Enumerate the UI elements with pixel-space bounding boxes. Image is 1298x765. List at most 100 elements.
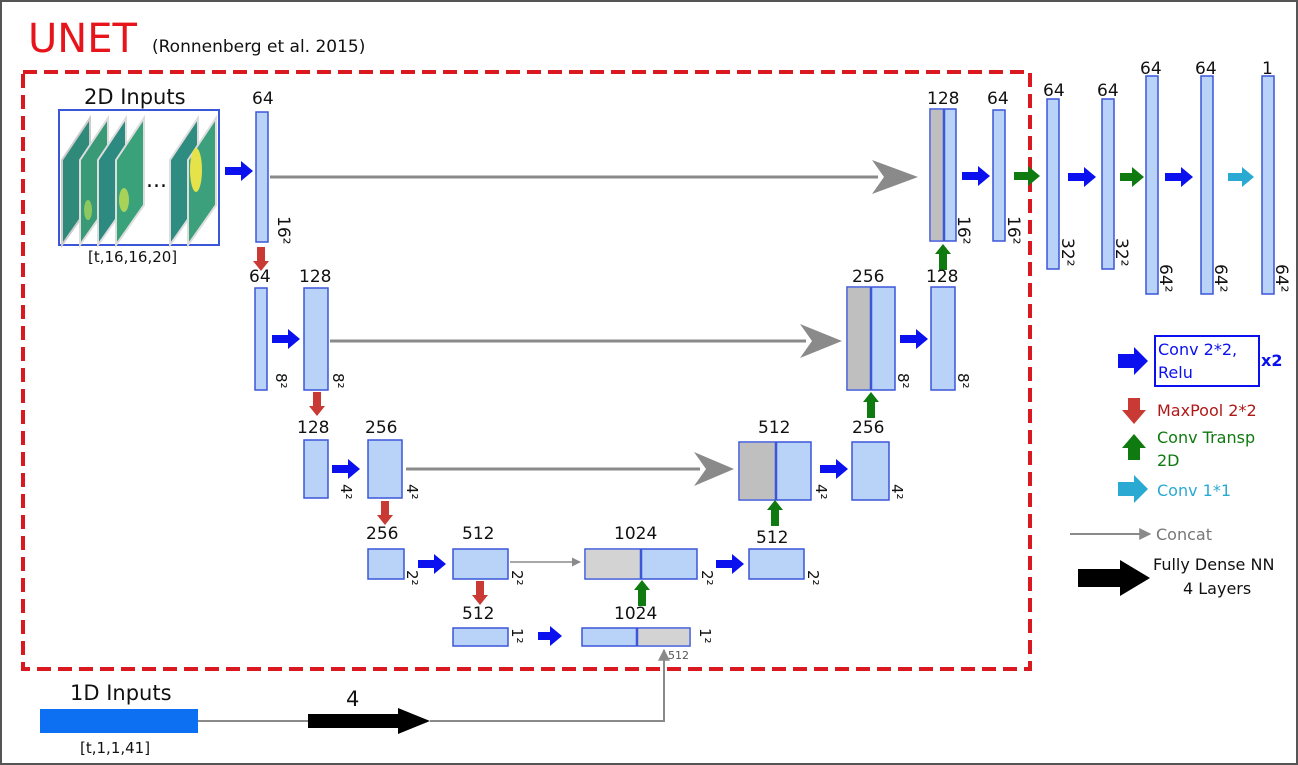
o2-feature-block	[1101, 98, 1115, 270]
legend-conv-multiplier: x2	[1261, 351, 1282, 370]
conv-arrow-12	[1120, 167, 1144, 187]
page-title: UNET	[28, 16, 137, 62]
conv-arrow-8	[900, 329, 928, 349]
conv-arrow-2	[272, 329, 300, 349]
l2a-feature-block	[254, 287, 268, 391]
u3b-feature-block	[851, 441, 890, 501]
u3-channels: 512	[758, 418, 790, 438]
maxpool-arrow-1	[253, 247, 269, 271]
legend-conv11-label: Conv 1*1	[1157, 481, 1231, 500]
legend-maxpool-arrow	[1122, 398, 1146, 424]
u1-concat-part	[930, 109, 944, 241]
l4b-channels: 512	[462, 524, 494, 544]
input-1d-shape: [t,1,1,41]	[80, 739, 150, 757]
l4b-feature-block	[452, 548, 509, 580]
u2b-size: 8²	[954, 373, 972, 389]
legend-conv-label-2: Relu	[1158, 363, 1193, 382]
l2a-size: 8²	[272, 373, 290, 389]
u1-channels: 128	[927, 89, 959, 109]
l3a-channels: 128	[297, 418, 329, 438]
l4a-channels: 256	[366, 524, 398, 544]
l5a-size: 1²	[508, 628, 526, 644]
convtransp-arrow-1	[634, 580, 650, 606]
l4a-feature-block	[367, 548, 405, 580]
l3a-size: 4²	[337, 484, 355, 500]
maxpool-arrow-2	[309, 392, 325, 416]
l4a-size: 2²	[403, 570, 421, 586]
u1b-feature-block	[992, 109, 1006, 242]
u5-extra-channels: 512	[668, 649, 689, 662]
o4-channels: 64	[1195, 59, 1217, 79]
l2a-channels: 64	[249, 267, 271, 287]
l3b-channels: 256	[365, 418, 397, 438]
skip-connection-head-1	[872, 160, 918, 194]
u3b-channels: 256	[852, 418, 884, 438]
legend-convtransp-label-2: 2D	[1157, 451, 1180, 470]
o2-size: 32²	[1111, 238, 1131, 266]
dense-layer-count: 4	[346, 687, 359, 711]
l1a-feature-block	[255, 111, 269, 243]
conv-arrow-1	[225, 161, 253, 181]
dense-to-bottleneck-line	[430, 648, 670, 722]
u2-concat-part	[847, 287, 871, 390]
u2b-feature-block	[930, 286, 956, 391]
legend-conv11-arrow	[1118, 475, 1148, 503]
legend-dense-label-2: 4 Layers	[1183, 579, 1251, 598]
legend-concat-label: Concat	[1156, 525, 1212, 544]
conv-arrow-5	[538, 626, 562, 646]
l4b-size: 2²	[508, 570, 526, 586]
legend-conv-arrow	[1118, 347, 1148, 375]
u3-concat-part	[739, 442, 776, 500]
conv-arrow-10	[1014, 166, 1040, 186]
u4b-size: 2²	[804, 570, 822, 586]
legend-conv-label-1: Conv 2*2,	[1158, 340, 1237, 359]
maxpool-arrow-3	[377, 501, 393, 525]
dense-arrow	[308, 708, 430, 734]
l3a-feature-block	[303, 439, 329, 499]
conv-arrow-13	[1165, 167, 1193, 187]
u2-channels: 256	[852, 267, 884, 287]
u5-size: 1²	[696, 628, 714, 644]
o5-channels: 1	[1262, 59, 1273, 79]
conv-arrow-7	[820, 459, 848, 479]
u2b-channels: 128	[926, 267, 958, 287]
o5-feature-block	[1261, 75, 1275, 295]
o1-channels: 64	[1043, 81, 1065, 101]
citation: (Ronnenberg et al. 2015)	[152, 37, 365, 57]
legend-maxpool-label: MaxPool 2*2	[1157, 401, 1257, 420]
input-2d-label: 2D Inputs	[84, 85, 186, 109]
conv-arrow-14	[1228, 167, 1254, 187]
unet-dashed-frame	[21, 70, 1032, 671]
l2b-channels: 128	[299, 267, 331, 287]
conv-arrow-9	[962, 166, 990, 186]
l3b-feature-block	[367, 439, 403, 499]
l2b-size: 8²	[329, 373, 347, 389]
u4-channels: 1024	[614, 524, 657, 544]
skip-connection-head-2	[800, 324, 842, 358]
u3b-size: 4²	[888, 484, 906, 500]
input-2d-shape: [t,16,16,20]	[88, 248, 177, 266]
o3-feature-block	[1145, 75, 1159, 295]
convtransp-arrow-2	[767, 500, 783, 526]
u2-size: 8²	[894, 373, 912, 389]
o3-size: 64²	[1155, 264, 1175, 292]
input-2d-feature-maps	[61, 114, 217, 249]
l1a-channels: 64	[252, 89, 274, 109]
legend-convtransp-arrow	[1122, 434, 1146, 460]
maxpool-arrow-4	[472, 581, 488, 605]
o4-feature-block	[1200, 75, 1214, 295]
u4b-channels: 512	[756, 528, 788, 548]
conv-arrow-6	[716, 554, 744, 574]
u3-size: 4²	[812, 484, 830, 500]
input-1d-label: 1D Inputs	[70, 681, 172, 705]
o2-channels: 64	[1097, 81, 1119, 101]
l2b-feature-block	[303, 287, 329, 391]
legend-convtransp-label-1: Conv Transp	[1157, 428, 1255, 447]
legend-conv-box	[1154, 335, 1260, 387]
u4-concat-part	[585, 549, 641, 579]
o1-size: 32²	[1057, 238, 1077, 266]
l5a-channels: 512	[462, 604, 494, 624]
o1-feature-block	[1046, 98, 1060, 270]
conv-arrow-3	[332, 459, 360, 479]
